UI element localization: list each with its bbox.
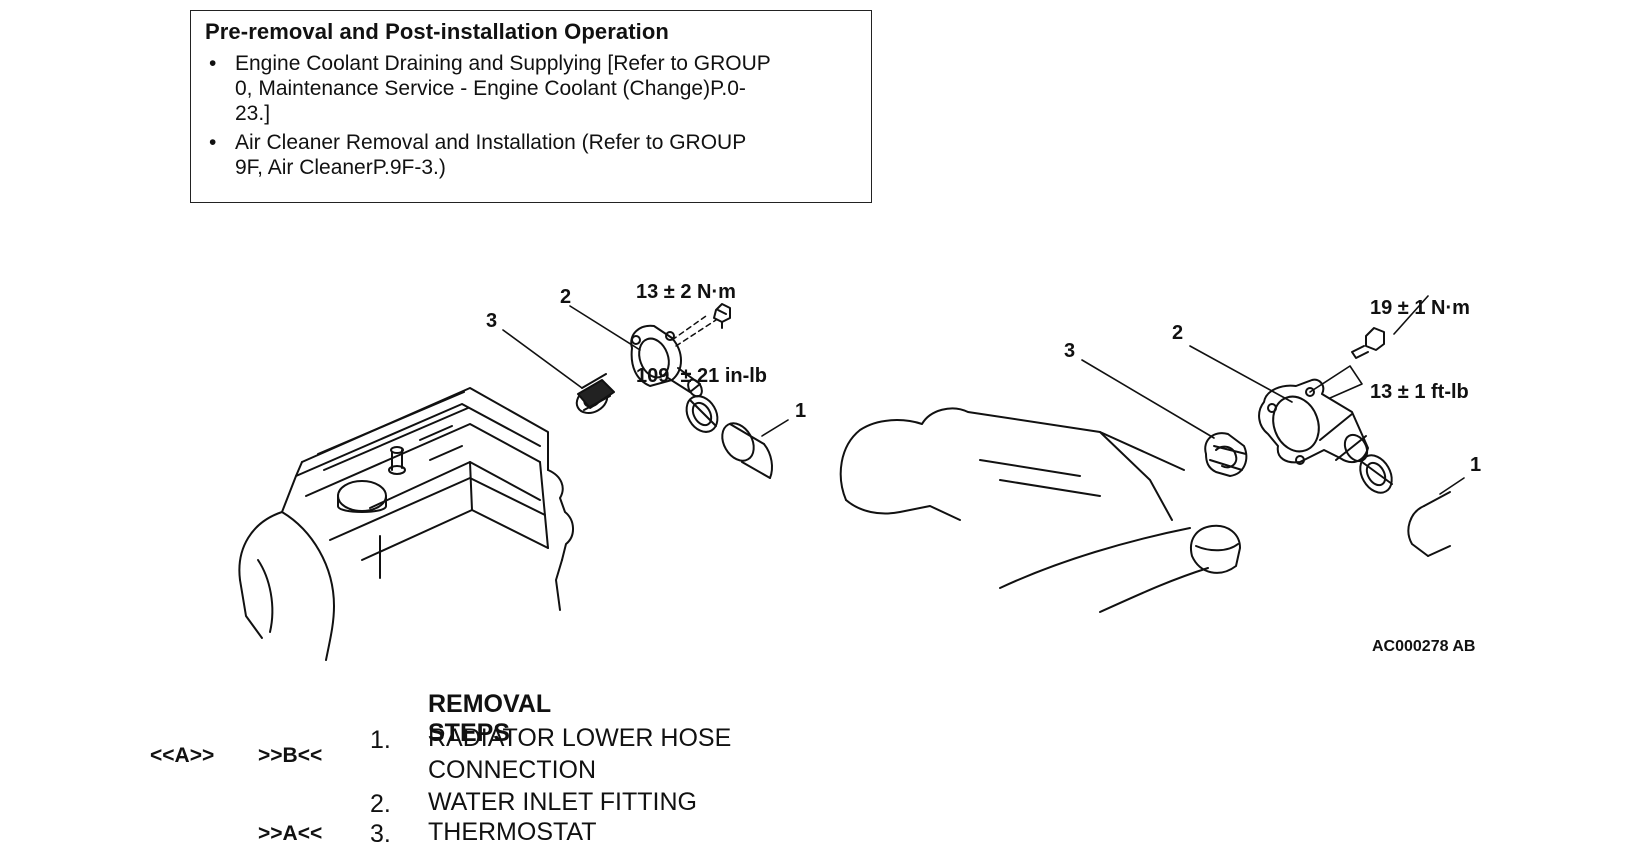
left-thermostat-part (575, 373, 615, 414)
step-text: RADIATOR LOWER HOSE (428, 724, 732, 752)
right-thermostat-part (1204, 432, 1248, 477)
right-callout-3: 3 (1064, 340, 1076, 362)
right-hose-clamp-part (1359, 454, 1393, 494)
left-torque-metric: 13 ± 2 N·m (636, 281, 736, 303)
bullet-icon: • (209, 52, 217, 75)
left-callout-1: 1 (795, 400, 807, 422)
left-radiator-hose-part (721, 422, 773, 479)
service-mark: >>A<< (258, 822, 323, 845)
note-item-line: Air Cleaner Removal and Installation (Re… (235, 131, 747, 154)
step-text: THERMOSTAT (428, 818, 597, 846)
step-text: CONNECTION (428, 756, 597, 784)
figure-id: AC000278 AB (1372, 638, 1476, 655)
left-callout-3: 3 (486, 310, 498, 332)
left-torque-imperial: 109 ± 21 in-lb (636, 365, 768, 387)
removal-steps-title: REMOVAL STEPS (428, 690, 551, 747)
right-radiator-hose-part (1407, 491, 1451, 557)
step-number: 3. (370, 820, 391, 848)
right-engine-block-illustration (839, 407, 1241, 613)
step-text: WATER INLET FITTING (428, 788, 697, 816)
right-bolt-part (1351, 327, 1385, 359)
right-leader-2 (1189, 345, 1293, 403)
note-item-line: 23.] (235, 102, 271, 125)
right-torque-metric: 19 ± 1 N·m (1370, 297, 1470, 319)
right-torque-spec: 19 ± 1 N·m 13 ± 1 ft-lb (1370, 238, 1470, 434)
service-mark: <<A>> (150, 744, 215, 767)
left-engine-block-illustration (238, 387, 574, 661)
right-leader-3 (1081, 359, 1215, 439)
right-leader-1 (1439, 477, 1465, 495)
left-callout-2: 2 (560, 286, 572, 308)
note-item-air-cleaner: • Air Cleaner Removal and Installation (… (205, 130, 857, 180)
right-water-inlet-fitting-part (1258, 365, 1369, 465)
right-callout-2: 2 (1172, 322, 1184, 344)
step-number: 1. (370, 726, 391, 754)
bullet-icon: • (209, 131, 217, 154)
left-leader-1 (761, 419, 789, 437)
right-callout-1: 1 (1470, 454, 1482, 476)
note-item-line: Engine Coolant Draining and Supplying [R… (235, 52, 771, 75)
left-torque-spec: 13 ± 2 N·m 109 ± 21 in-lb (636, 222, 767, 418)
step-number: 2. (370, 790, 391, 818)
note-item-line: 9F, Air CleanerP.9F-3.) (235, 156, 446, 179)
service-mark: >>B<< (258, 744, 323, 767)
note-title: Pre-removal and Post-installation Operat… (205, 19, 669, 44)
left-hose-clamp-part (685, 395, 719, 433)
right-torque-imperial: 13 ± 1 ft-lb (1370, 381, 1469, 403)
left-bolt-part (713, 303, 731, 329)
note-item-line: 0, Maintenance Service - Engine Coolant … (235, 77, 746, 100)
note-item-coolant: • Engine Coolant Draining and Supplying … (205, 51, 857, 126)
note-list: • Engine Coolant Draining and Supplying … (205, 51, 857, 180)
left-leader-3 (502, 329, 583, 389)
left-leader-2 (569, 305, 641, 351)
pre-removal-note-box: Pre-removal and Post-installation Operat… (190, 10, 872, 203)
right-torque-leader (1393, 295, 1429, 335)
